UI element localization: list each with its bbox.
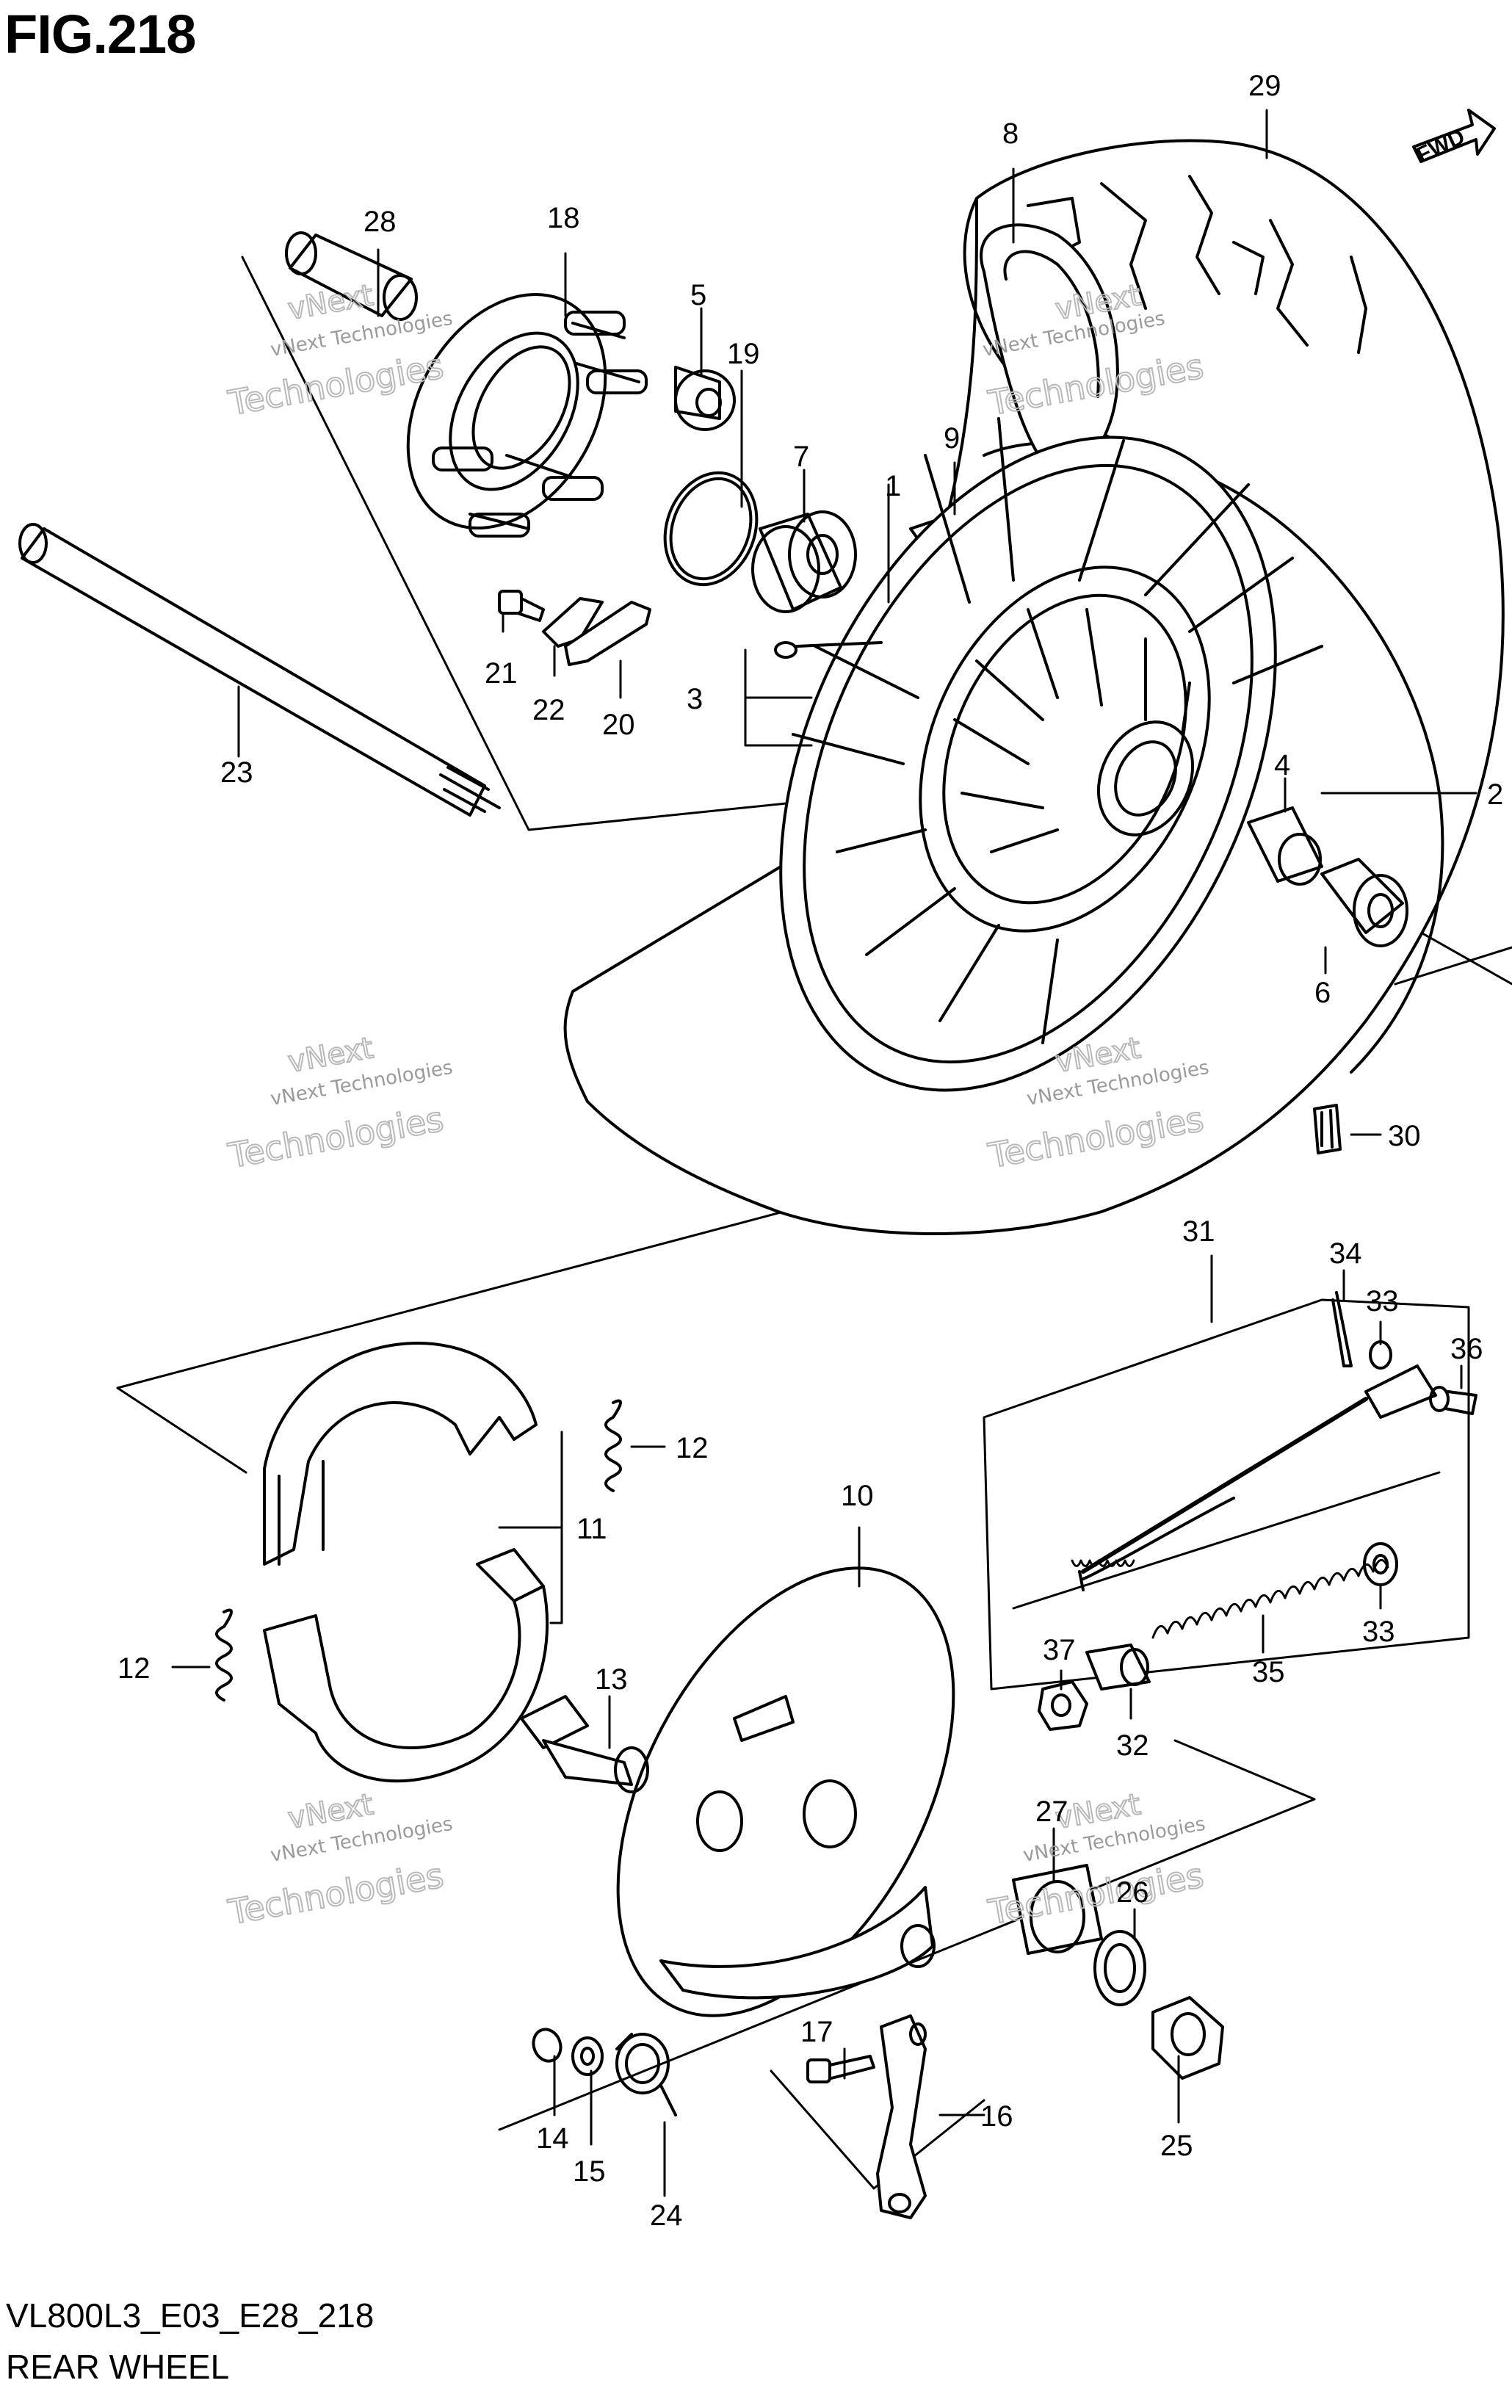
part-35-spring: [1151, 1559, 1389, 1639]
watermark-line-3: Technologies: [225, 1855, 446, 1932]
figure-caption: REAR WHEEL: [6, 2348, 230, 2386]
callout-20: 20: [602, 709, 635, 741]
part-23-axle: [18, 523, 501, 817]
leader-lines: [171, 109, 1477, 2197]
part-32-joint: [1085, 1644, 1151, 1691]
part-18-drum: [406, 293, 648, 538]
watermark-line-2: vNext: [286, 278, 376, 327]
part-12-spring-lower: [215, 1608, 233, 1702]
callout-25: 25: [1160, 2130, 1193, 2162]
callout-3: 3: [687, 683, 703, 715]
part-34-cotter-pin: [1331, 1291, 1353, 1367]
callout-4: 4: [1274, 749, 1290, 781]
callout-1: 1: [885, 470, 901, 502]
callout-32: 32: [1116, 1729, 1149, 1762]
callout-7: 7: [793, 441, 809, 473]
rod-group-outline: [983, 1298, 1470, 1691]
callout-17: 17: [800, 2016, 833, 2048]
part-19-oring: [663, 471, 759, 587]
part-3-nipple: [774, 641, 883, 659]
callout-26: 26: [1116, 1876, 1149, 1909]
callout-36: 36: [1450, 1333, 1483, 1365]
part-7-bearing: [751, 510, 857, 613]
part-20-rubber: [564, 601, 651, 666]
part-15-washer: [571, 2036, 604, 2076]
part-12-spring-upper: [604, 1399, 622, 1492]
callout-24: 24: [650, 2199, 683, 2232]
callout-28: 28: [363, 206, 397, 238]
figure-title: FIG.218: [4, 4, 196, 65]
callout-35: 35: [1252, 1656, 1285, 1688]
part-8-tube: [980, 223, 1119, 473]
callout-23: 23: [220, 756, 253, 789]
part-17-bolt: [806, 2055, 875, 2083]
callout-21: 21: [485, 657, 518, 690]
part-21-bolt: [498, 590, 545, 622]
part-14-circlip: [532, 2028, 563, 2063]
callout-11: 11: [576, 1513, 607, 1545]
callout-15: 15: [573, 2155, 606, 2188]
callout-34: 34: [1329, 1237, 1362, 1270]
callout-27: 27: [1035, 1796, 1068, 1828]
callout-2: 2: [1487, 778, 1503, 811]
part-33-washer-top: [1369, 1340, 1392, 1370]
part-30-valve-cap: [1313, 1104, 1342, 1154]
part-25-nut: [1151, 1996, 1224, 2080]
callout-10: 10: [841, 1480, 874, 1512]
part-36-pin: [1429, 1386, 1477, 1415]
callout-33: 33: [1366, 1285, 1399, 1317]
callout-22: 22: [532, 694, 565, 726]
figure-code: VL800L3_E03_E28_218: [6, 2296, 375, 2335]
hub-group-outline: [241, 256, 817, 831]
callout-12: 12: [676, 1432, 709, 1464]
part-1-wheel: [779, 417, 1323, 1092]
watermark-line-3: Technologies: [225, 1099, 446, 1176]
part-11-brake-shoes: [263, 1342, 549, 1783]
callout-9: 9: [944, 422, 960, 455]
fwd-label: FWD: [1413, 125, 1469, 168]
callout-19: 19: [727, 338, 760, 370]
callout-12-lower: 12: [117, 1652, 151, 1685]
fwd-arrow-icon: [1412, 109, 1496, 163]
part-4-spacer: [1247, 806, 1323, 886]
callout-numbers: 1 2 3 4 5 6 7 8 9 10 11 12 12 13 14 15 1…: [117, 70, 1503, 2232]
part-31-brake-rod: [1071, 1364, 1437, 1591]
part-13-camshaft: [520, 1695, 649, 1793]
callout-30: 30: [1388, 1120, 1421, 1152]
part-28-sleeve: [285, 231, 418, 321]
callout-29: 29: [1248, 70, 1281, 102]
part-37-nut: [1038, 1680, 1088, 1731]
part-5-bushing: [674, 366, 736, 431]
callout-13: 13: [595, 1663, 628, 1696]
part-27-spacer: [1012, 1864, 1103, 1955]
callout-31: 31: [1182, 1215, 1215, 1248]
part-22-clip: [542, 597, 604, 648]
part-16-cam-lever: [876, 2014, 927, 2219]
callout-16: 16: [980, 2100, 1013, 2133]
callout-14: 14: [536, 2122, 569, 2155]
callout-5: 5: [690, 279, 706, 311]
callout-37: 37: [1043, 1634, 1076, 1666]
callout-33-lower: 33: [1362, 1616, 1395, 1648]
callout-18: 18: [547, 202, 580, 234]
callout-6: 6: [1314, 977, 1331, 1009]
part-24-return-spring: [615, 2033, 677, 2116]
part-10-brake-panel: [616, 1566, 955, 2017]
callout-8: 8: [1002, 117, 1019, 150]
brake-group-outline: [116, 1188, 868, 1389]
part-6-bearing: [1320, 858, 1408, 947]
part-26-seal: [1093, 1930, 1146, 2006]
